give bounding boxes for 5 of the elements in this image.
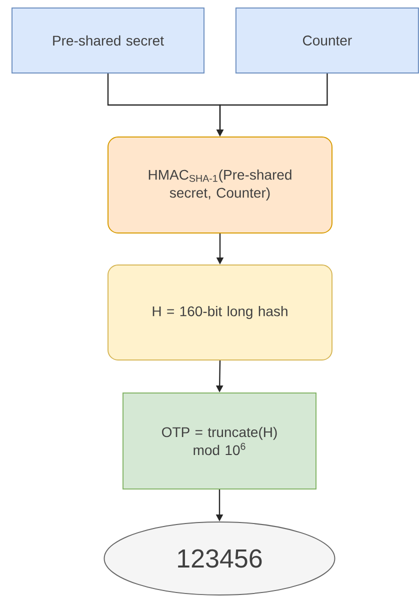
process-box: HMAC$_{SHA-1}$(Pre-shared secret, Counter) bbox=[108, 136, 332, 234]
process-box: OTP = truncate(H) mod 10$^{6}$ bbox=[122, 392, 316, 490]
process-box: Counter bbox=[235, 8, 419, 74]
process-box: Pre-shared secret bbox=[12, 8, 204, 74]
process-box: H = 160-bit long hash bbox=[108, 264, 332, 360]
